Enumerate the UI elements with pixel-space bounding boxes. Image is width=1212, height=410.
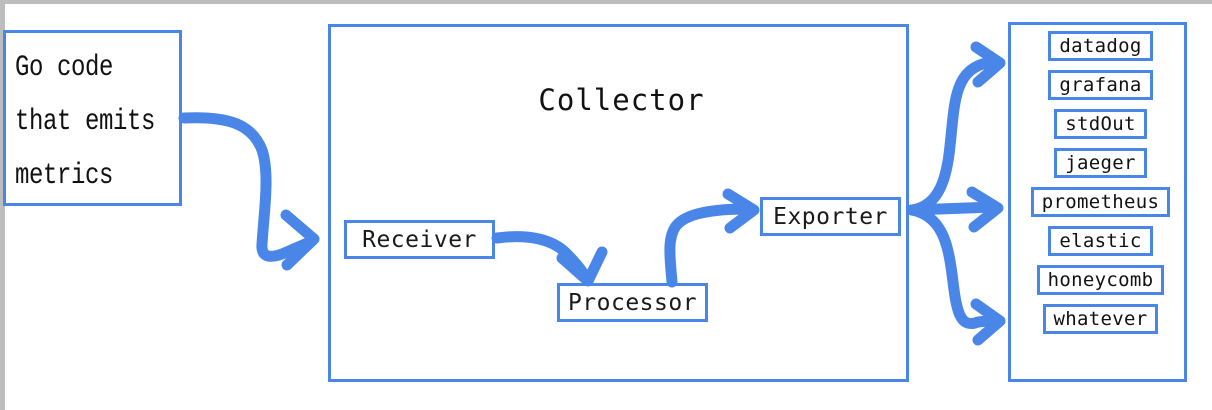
backend-label: whatever — [1053, 308, 1148, 330]
source-code-box[interactable]: Go code that emits metrics — [3, 30, 182, 206]
receiver-label: Receiver — [362, 226, 477, 253]
page-gutter-top — [5, 0, 1212, 4]
backend-label: prometheus — [1041, 191, 1160, 213]
backend-box-prometheus[interactable]: prometheus — [1030, 187, 1171, 217]
processor-box[interactable]: Processor — [557, 283, 708, 322]
source-line-1: Go code — [15, 51, 114, 85]
backend-label: datadog — [1059, 35, 1142, 57]
backend-box-jaeger[interactable]: jaeger — [1054, 148, 1147, 178]
backend-label: grafana — [1059, 74, 1142, 96]
backend-box-datadog[interactable]: datadog — [1048, 31, 1153, 61]
processor-label: Processor — [567, 289, 698, 316]
backend-label: elastic — [1059, 230, 1142, 252]
backends-list: datadog grafana stdOut jaeger prometheus elas… — [1011, 25, 1190, 385]
receiver-box[interactable]: Receiver — [344, 220, 495, 259]
backend-box-honeycomb[interactable]: honeycomb — [1036, 265, 1165, 295]
backend-label: stdOut — [1065, 113, 1136, 135]
backends-container[interactable]: datadog grafana stdOut jaeger prometheus elas… — [1008, 22, 1187, 382]
arrow-exporter-to-backends-down — [906, 204, 1006, 346]
page-gutter-left — [0, 0, 5, 410]
backend-box-grafana[interactable]: grafana — [1048, 70, 1153, 100]
backend-label: honeycomb — [1047, 269, 1154, 291]
arrow-exporter-to-backends-mid — [906, 186, 1004, 233]
exporter-box[interactable]: Exporter — [760, 197, 901, 236]
backend-label: jaeger — [1065, 152, 1136, 174]
backend-box-elastic[interactable]: elastic — [1048, 226, 1153, 256]
arrow-exporter-to-backends-up — [906, 41, 1006, 216]
arrow-source-to-receiver — [178, 112, 320, 271]
backend-box-stdout[interactable]: stdOut — [1054, 109, 1147, 139]
source-line-3: metrics — [15, 159, 114, 193]
collector-container[interactable]: Collector — [328, 24, 909, 382]
source-line-2: that emits — [15, 105, 156, 139]
exporter-label: Exporter — [773, 203, 888, 230]
backend-box-whatever[interactable]: whatever — [1042, 304, 1159, 334]
collector-title: Collector — [538, 83, 705, 117]
